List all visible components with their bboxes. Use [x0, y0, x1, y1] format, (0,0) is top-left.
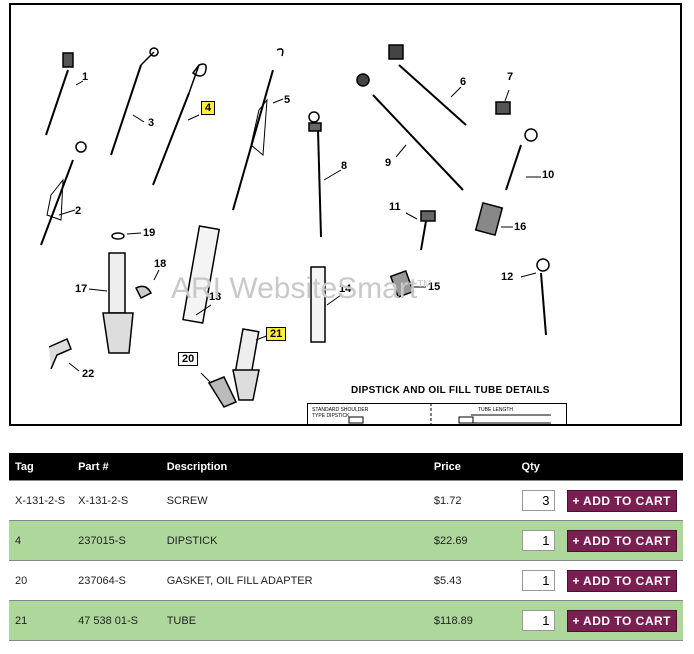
callout-6[interactable]: 6 [460, 76, 467, 88]
col-part: Part # [78, 460, 109, 473]
callout-12[interactable]: 12 [501, 271, 514, 283]
callout-10[interactable]: 10 [542, 169, 555, 181]
plus-icon: + [572, 533, 581, 548]
details-tube-label: TUBE LENGTH [478, 407, 514, 413]
callout-8[interactable]: 8 [341, 160, 348, 172]
add-to-cart-button[interactable]: +ADD TO CART [566, 609, 677, 632]
cell-qty [515, 480, 561, 521]
cell-cart: +ADD TO CART [560, 520, 683, 561]
plus-icon: + [572, 493, 581, 508]
cell-price: $5.43 [427, 560, 516, 601]
cell-cart: +ADD TO CART [560, 560, 683, 601]
callout-21[interactable]: 21 [266, 327, 287, 341]
qty-input[interactable] [521, 530, 555, 551]
col-cart [561, 453, 683, 481]
qty-input[interactable] [521, 490, 555, 511]
callout-7[interactable]: 7 [507, 71, 514, 83]
add-to-cart-label: ADD TO CART [583, 533, 671, 548]
watermark: ARI WebsiteSmartTM [171, 272, 432, 306]
cell-price: $118.89 [427, 600, 516, 641]
add-to-cart-label: ADD TO CART [583, 613, 671, 628]
qty-input[interactable] [521, 570, 555, 591]
add-to-cart-label: ADD TO CART [583, 573, 671, 588]
cell-desc: SCREW [160, 480, 428, 521]
table-header: Tag Part # Description Price Qty [9, 453, 683, 481]
watermark-tm: TM [417, 279, 432, 290]
callout-1[interactable]: 1 [82, 71, 89, 83]
table-row: 21 47 538 01-S TUBE $118.89 +ADD TO CART [9, 600, 683, 641]
qty-input[interactable] [521, 610, 555, 631]
callout-18[interactable]: 18 [154, 258, 167, 270]
callout-9[interactable]: 9 [385, 157, 392, 169]
plus-icon: + [572, 613, 581, 628]
callout-5[interactable]: 5 [284, 94, 291, 106]
col-qty: Qty [521, 460, 540, 473]
add-to-cart-button[interactable]: +ADD TO CART [566, 569, 677, 592]
callout-17[interactable]: 17 [75, 283, 88, 295]
add-to-cart-button[interactable]: +ADD TO CART [566, 489, 677, 512]
cell-desc: TUBE [160, 600, 428, 641]
col-tag: Tag [15, 460, 34, 473]
parts-diagram: 1 2 3 4 5 6 7 8 9 10 11 12 13 14 15 16 1… [9, 3, 682, 426]
cell-tag: X-131-2-S [9, 480, 73, 521]
cell-part: 237064-S [72, 560, 161, 601]
diagram-drawing [40, 44, 551, 424]
callout-19[interactable]: 19 [143, 227, 156, 239]
cell-part: 237015-S [72, 520, 161, 561]
cell-tag: 20 [9, 560, 73, 601]
callout-20[interactable]: 20 [178, 352, 199, 366]
callout-14[interactable]: 14 [339, 283, 352, 295]
table-row: X-131-2-S X-131-2-S SCREW $1.72 +ADD TO … [9, 480, 683, 521]
cell-price: $1.72 [427, 480, 516, 521]
cell-cart: +ADD TO CART [560, 600, 683, 641]
cell-desc: GASKET, OIL FILL ADAPTER [160, 560, 428, 601]
cell-qty [515, 560, 561, 601]
details-box: STANDARD SHOULDER TYPE DIPSTICK TUBE LEN… [307, 403, 567, 424]
plus-icon: + [572, 573, 581, 588]
callout-15[interactable]: 15 [428, 281, 441, 293]
cell-tag: 21 [9, 600, 73, 641]
callout-11[interactable]: 11 [389, 201, 401, 213]
col-price: Price [433, 460, 461, 473]
cell-qty [515, 520, 561, 561]
callout-4[interactable]: 4 [201, 101, 216, 115]
col-desc: Description [166, 460, 228, 473]
parts-table: Tag Part # Description Price Qty X-131-2… [9, 453, 683, 641]
add-to-cart-label: ADD TO CART [583, 493, 671, 508]
cell-part: 47 538 01-S [72, 600, 161, 641]
callout-13[interactable]: 13 [209, 291, 222, 303]
details-std-label: STANDARD SHOULDER TYPE DIPSTICK [312, 407, 369, 419]
cell-price: $22.69 [427, 520, 516, 561]
cell-desc: DIPSTICK [160, 520, 428, 561]
add-to-cart-button[interactable]: +ADD TO CART [566, 529, 677, 552]
cell-part: X-131-2-S [72, 480, 161, 521]
table-row: 20 237064-S GASKET, OIL FILL ADAPTER $5.… [9, 560, 683, 601]
callout-2[interactable]: 2 [75, 205, 82, 217]
cell-qty [515, 600, 561, 641]
callout-16[interactable]: 16 [514, 221, 527, 233]
table-row: 4 237015-S DIPSTICK $22.69 +ADD TO CART [9, 520, 683, 561]
cell-tag: 4 [9, 520, 73, 561]
details-title: DIPSTICK AND OIL FILL TUBE DETAILS [351, 385, 550, 396]
watermark-text: ARI WebsiteSmart [171, 272, 418, 305]
callout-3[interactable]: 3 [148, 117, 155, 129]
callout-22[interactable]: 22 [82, 368, 95, 380]
cell-cart: +ADD TO CART [560, 480, 683, 521]
